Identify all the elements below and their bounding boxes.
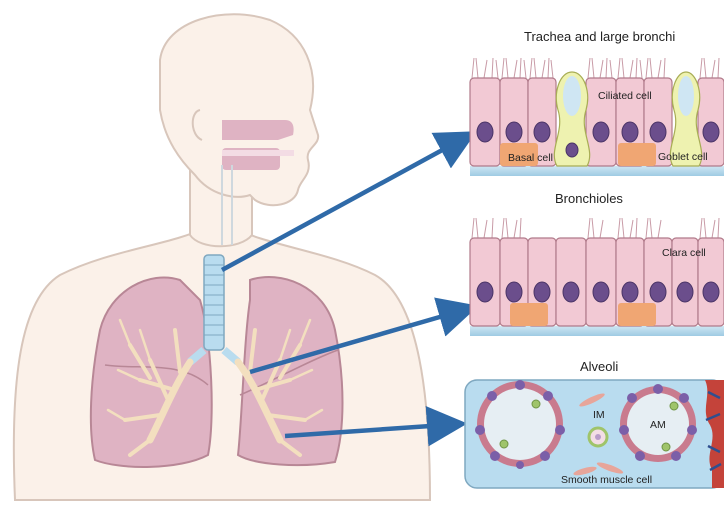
clara-cell-label: Clara cell <box>662 247 706 259</box>
im-label: IM <box>593 409 605 421</box>
ciliated-cell-label: Ciliated cell <box>598 90 652 102</box>
basal-cell-label: Basal cell <box>508 152 553 164</box>
alveoli-panel <box>465 380 724 488</box>
bronchiole-epithelium-panel <box>470 218 724 336</box>
am-label: AM <box>650 419 666 431</box>
goblet-cell-label: Goblet cell <box>658 151 708 163</box>
alveoli-panel-title: Alveoli <box>580 359 618 374</box>
head <box>160 14 318 205</box>
nasal-cavity <box>222 120 294 140</box>
bronchioles-panel-title: Bronchioles <box>555 191 623 206</box>
trachea-panel-title: Trachea and large bronchi <box>524 29 675 44</box>
smooth-muscle-cell-label: Smooth muscle cell <box>561 474 652 486</box>
